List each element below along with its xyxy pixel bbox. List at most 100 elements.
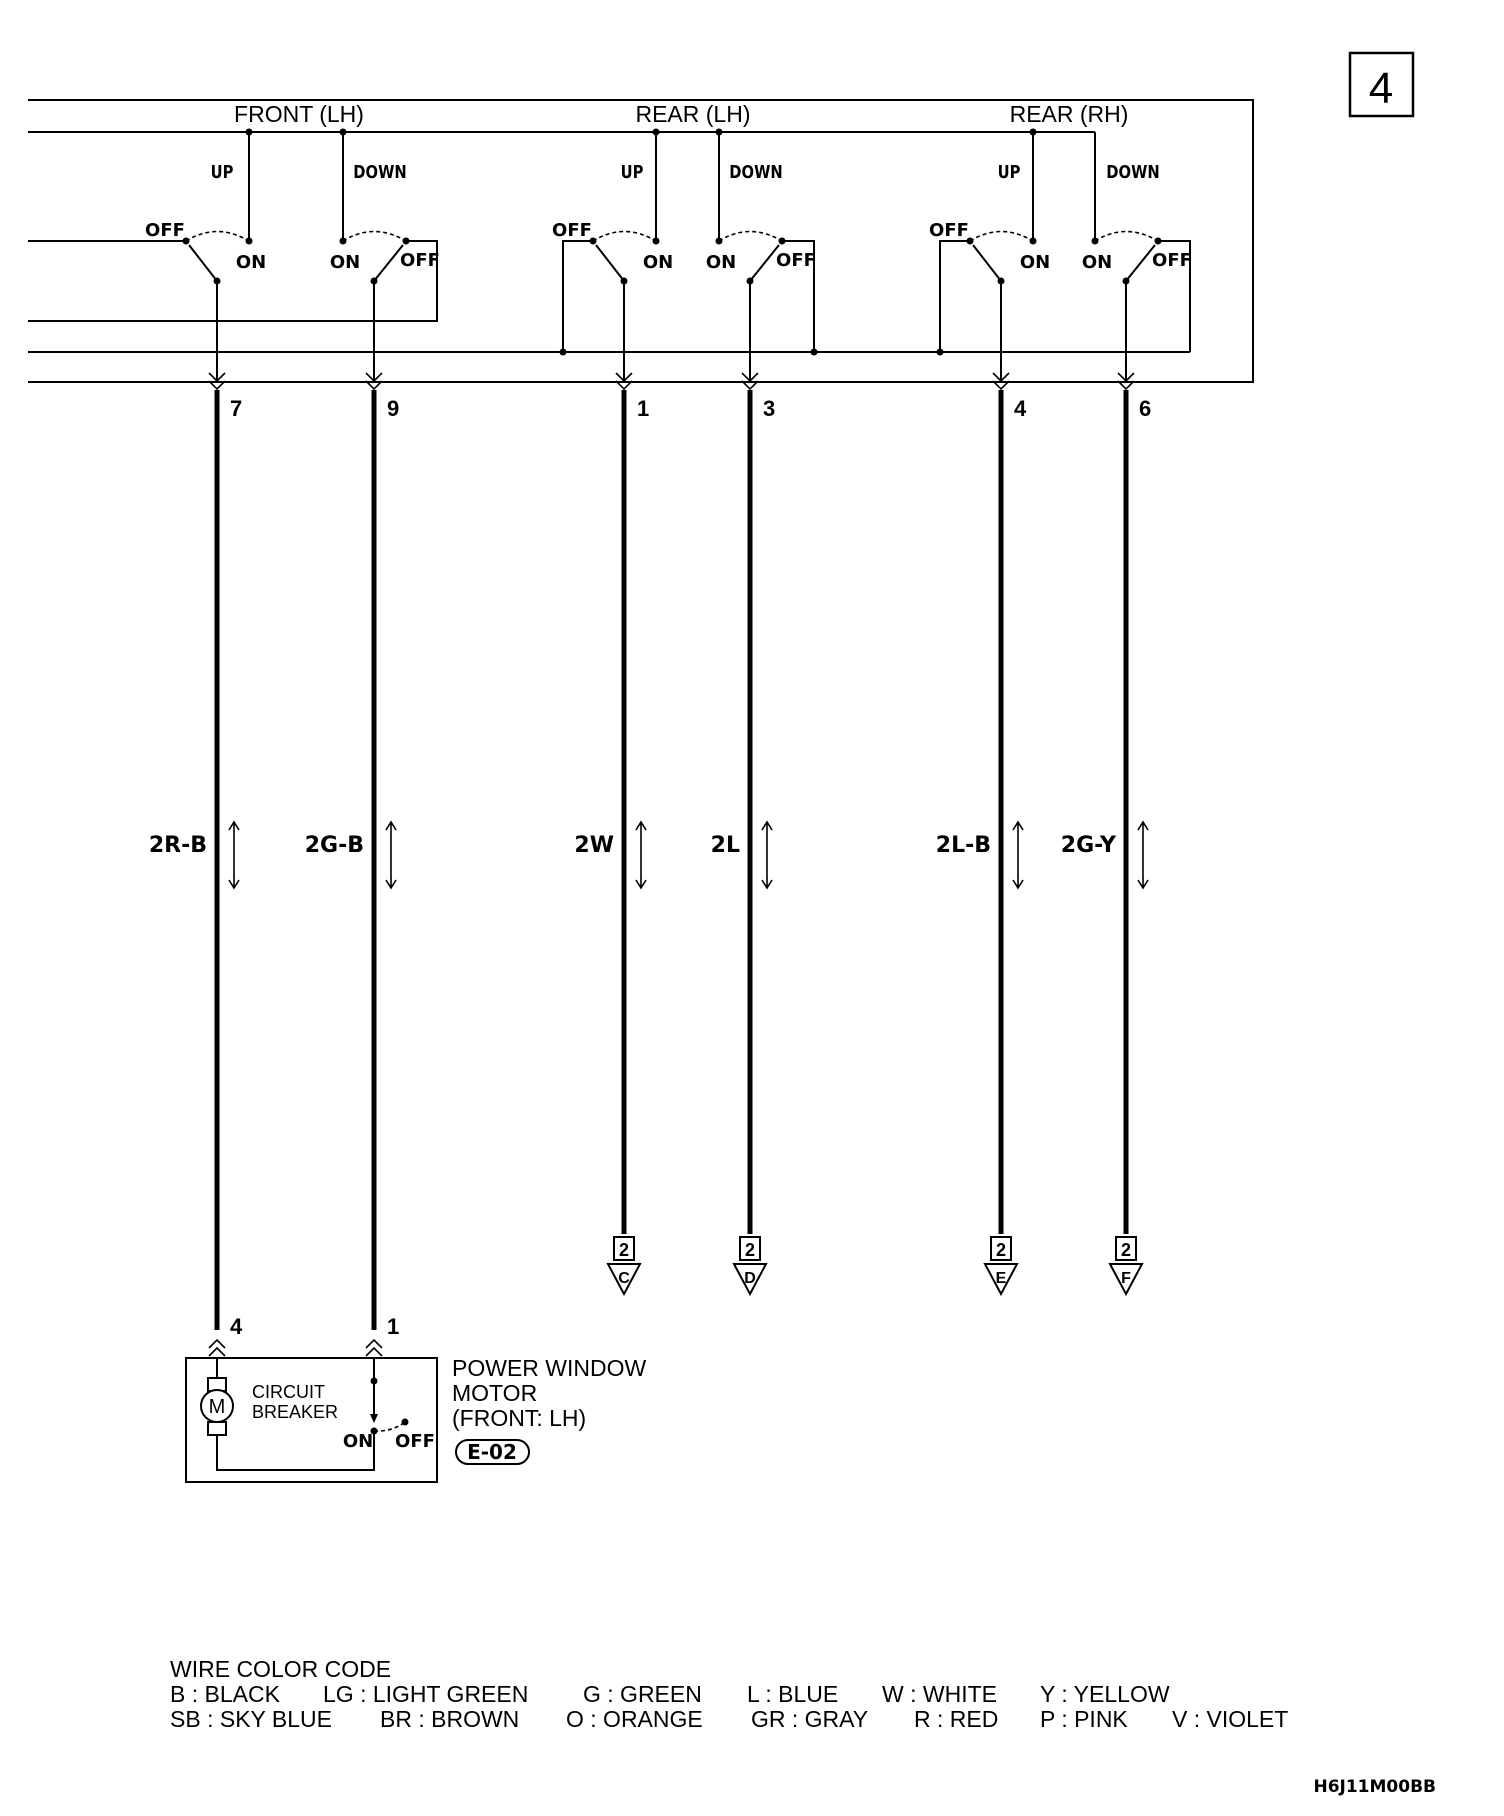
down-label: DOWN xyxy=(729,162,782,183)
pin-number: 4 xyxy=(1014,396,1027,421)
motor-pin-number: 1 xyxy=(387,1314,399,1339)
pin-number: 9 xyxy=(387,396,399,421)
connector-number: 2 xyxy=(1121,1240,1131,1260)
motor-brush-bottom xyxy=(207,1421,227,1436)
wire-color-label: 2G-B xyxy=(305,833,364,858)
connector-number: 2 xyxy=(745,1240,755,1260)
motor-box xyxy=(185,1357,438,1483)
legend-item: L : BLUE xyxy=(747,1681,838,1707)
up-label: UP xyxy=(211,162,234,183)
switch-blade xyxy=(595,244,625,282)
up-label: UP xyxy=(621,162,644,183)
connector-ref: E-02 xyxy=(467,1440,517,1464)
motor-return-lead xyxy=(216,1431,375,1471)
legend-item: BR : BROWN xyxy=(380,1706,519,1732)
group-label-rear-rh: REAR (RH) xyxy=(1010,101,1129,127)
legend-item: P : PINK xyxy=(1040,1706,1128,1732)
off-label: OFF xyxy=(145,220,185,241)
motor-title-line2: MOTOR xyxy=(452,1380,537,1406)
on-label: ON xyxy=(236,252,266,273)
off-label: OFF xyxy=(776,250,816,271)
off-page-connector-d xyxy=(732,1236,768,1297)
page-number-box xyxy=(1348,51,1415,118)
wire-color-label: 2W xyxy=(574,833,614,858)
direction-arrows xyxy=(228,820,1149,890)
switch-travel-arc xyxy=(185,230,250,242)
switch-blade xyxy=(188,244,218,282)
off-common-line xyxy=(939,240,970,352)
off-label: OFF xyxy=(552,220,592,241)
switch-blade xyxy=(972,244,1002,282)
junction-dot xyxy=(810,348,818,356)
motor-pin-number: 4 xyxy=(230,1314,243,1339)
connector-letter: D xyxy=(744,1270,756,1287)
off-label: OFF xyxy=(929,220,969,241)
switch-blade xyxy=(373,244,404,282)
legend-item: B : BLACK xyxy=(170,1681,281,1707)
on-label: ON xyxy=(706,252,736,273)
legend-item: V : VIOLET xyxy=(1172,1706,1288,1732)
off-page-connector-e xyxy=(983,1236,1019,1297)
off-common-line xyxy=(1158,240,1191,352)
switch-travel-arc xyxy=(342,230,407,242)
wire-color-label: 2L xyxy=(711,833,740,858)
figure-code: H6J11M00BB xyxy=(1313,1777,1436,1797)
wire-color-label: 2L-B xyxy=(936,833,991,858)
off-page-connector-c xyxy=(606,1236,642,1297)
connector-letter: E xyxy=(996,1270,1007,1287)
motor-symbol-letter: M xyxy=(209,1396,226,1418)
connector-number: 2 xyxy=(996,1240,1006,1260)
wire-color-label: 2R-B xyxy=(149,833,207,858)
on-label: ON xyxy=(643,252,673,273)
on-label: ON xyxy=(1020,252,1050,273)
connector-ref-badge xyxy=(455,1439,530,1465)
off-common-line xyxy=(782,240,815,352)
switch-travel-arc xyxy=(718,230,783,242)
breaker-label-line2: BREAKER xyxy=(252,1402,338,1422)
down-label: DOWN xyxy=(1106,162,1159,183)
switch-travel-arc xyxy=(1094,230,1159,242)
off-common-line xyxy=(562,240,593,352)
off-label: OFF xyxy=(400,250,440,271)
connector-number: 2 xyxy=(619,1240,629,1260)
group-label-front-lh: FRONT (LH) xyxy=(234,101,364,127)
legend-item: G : GREEN xyxy=(583,1681,702,1707)
legend-item: SB : SKY BLUE xyxy=(170,1706,332,1732)
junction-dot xyxy=(936,348,944,356)
page-number: 4 xyxy=(1369,64,1393,113)
legend-item: Y : YELLOW xyxy=(1040,1681,1170,1707)
off-common-line xyxy=(28,240,438,322)
off-label: OFF xyxy=(1152,250,1192,271)
breaker-off-label: OFF xyxy=(395,1431,435,1452)
down-label: DOWN xyxy=(353,162,406,183)
motor-connector-chevrons xyxy=(208,1338,383,1357)
breaker-on-label: ON xyxy=(343,1431,373,1452)
breaker-travel-arc xyxy=(373,1421,406,1432)
switch-travel-arc xyxy=(592,230,657,242)
switch-blade xyxy=(1125,244,1156,282)
legend-item: LG : LIGHT GREEN xyxy=(323,1681,528,1707)
on-label: ON xyxy=(1082,252,1112,273)
pin-number: 6 xyxy=(1139,396,1151,421)
legend-item: GR : GRAY xyxy=(751,1706,868,1732)
on-label: ON xyxy=(330,252,360,273)
up-label: UP xyxy=(998,162,1021,183)
motor-title-line3: (FRONT: LH) xyxy=(452,1405,586,1431)
connector-letter: F xyxy=(1121,1270,1131,1287)
connector-chevrons xyxy=(208,372,1135,391)
group-label-rear-lh: REAR (LH) xyxy=(635,101,750,127)
legend-item: O : ORANGE xyxy=(566,1706,703,1732)
switch-travel-arc xyxy=(969,230,1034,242)
pin-number: 1 xyxy=(637,396,649,421)
junction-dot xyxy=(559,348,567,356)
pin-number: 3 xyxy=(763,396,775,421)
wire-color-label: 2G-Y xyxy=(1061,833,1117,858)
switch-blade xyxy=(749,244,780,282)
switch-box-outline xyxy=(28,99,1254,383)
pin-number: 7 xyxy=(230,396,242,421)
legend-title: WIRE COLOR CODE xyxy=(170,1656,391,1682)
legend-item: W : WHITE xyxy=(882,1681,997,1707)
connector-letter: C xyxy=(618,1270,630,1287)
motor-title-line1: POWER WINDOW xyxy=(452,1355,646,1381)
